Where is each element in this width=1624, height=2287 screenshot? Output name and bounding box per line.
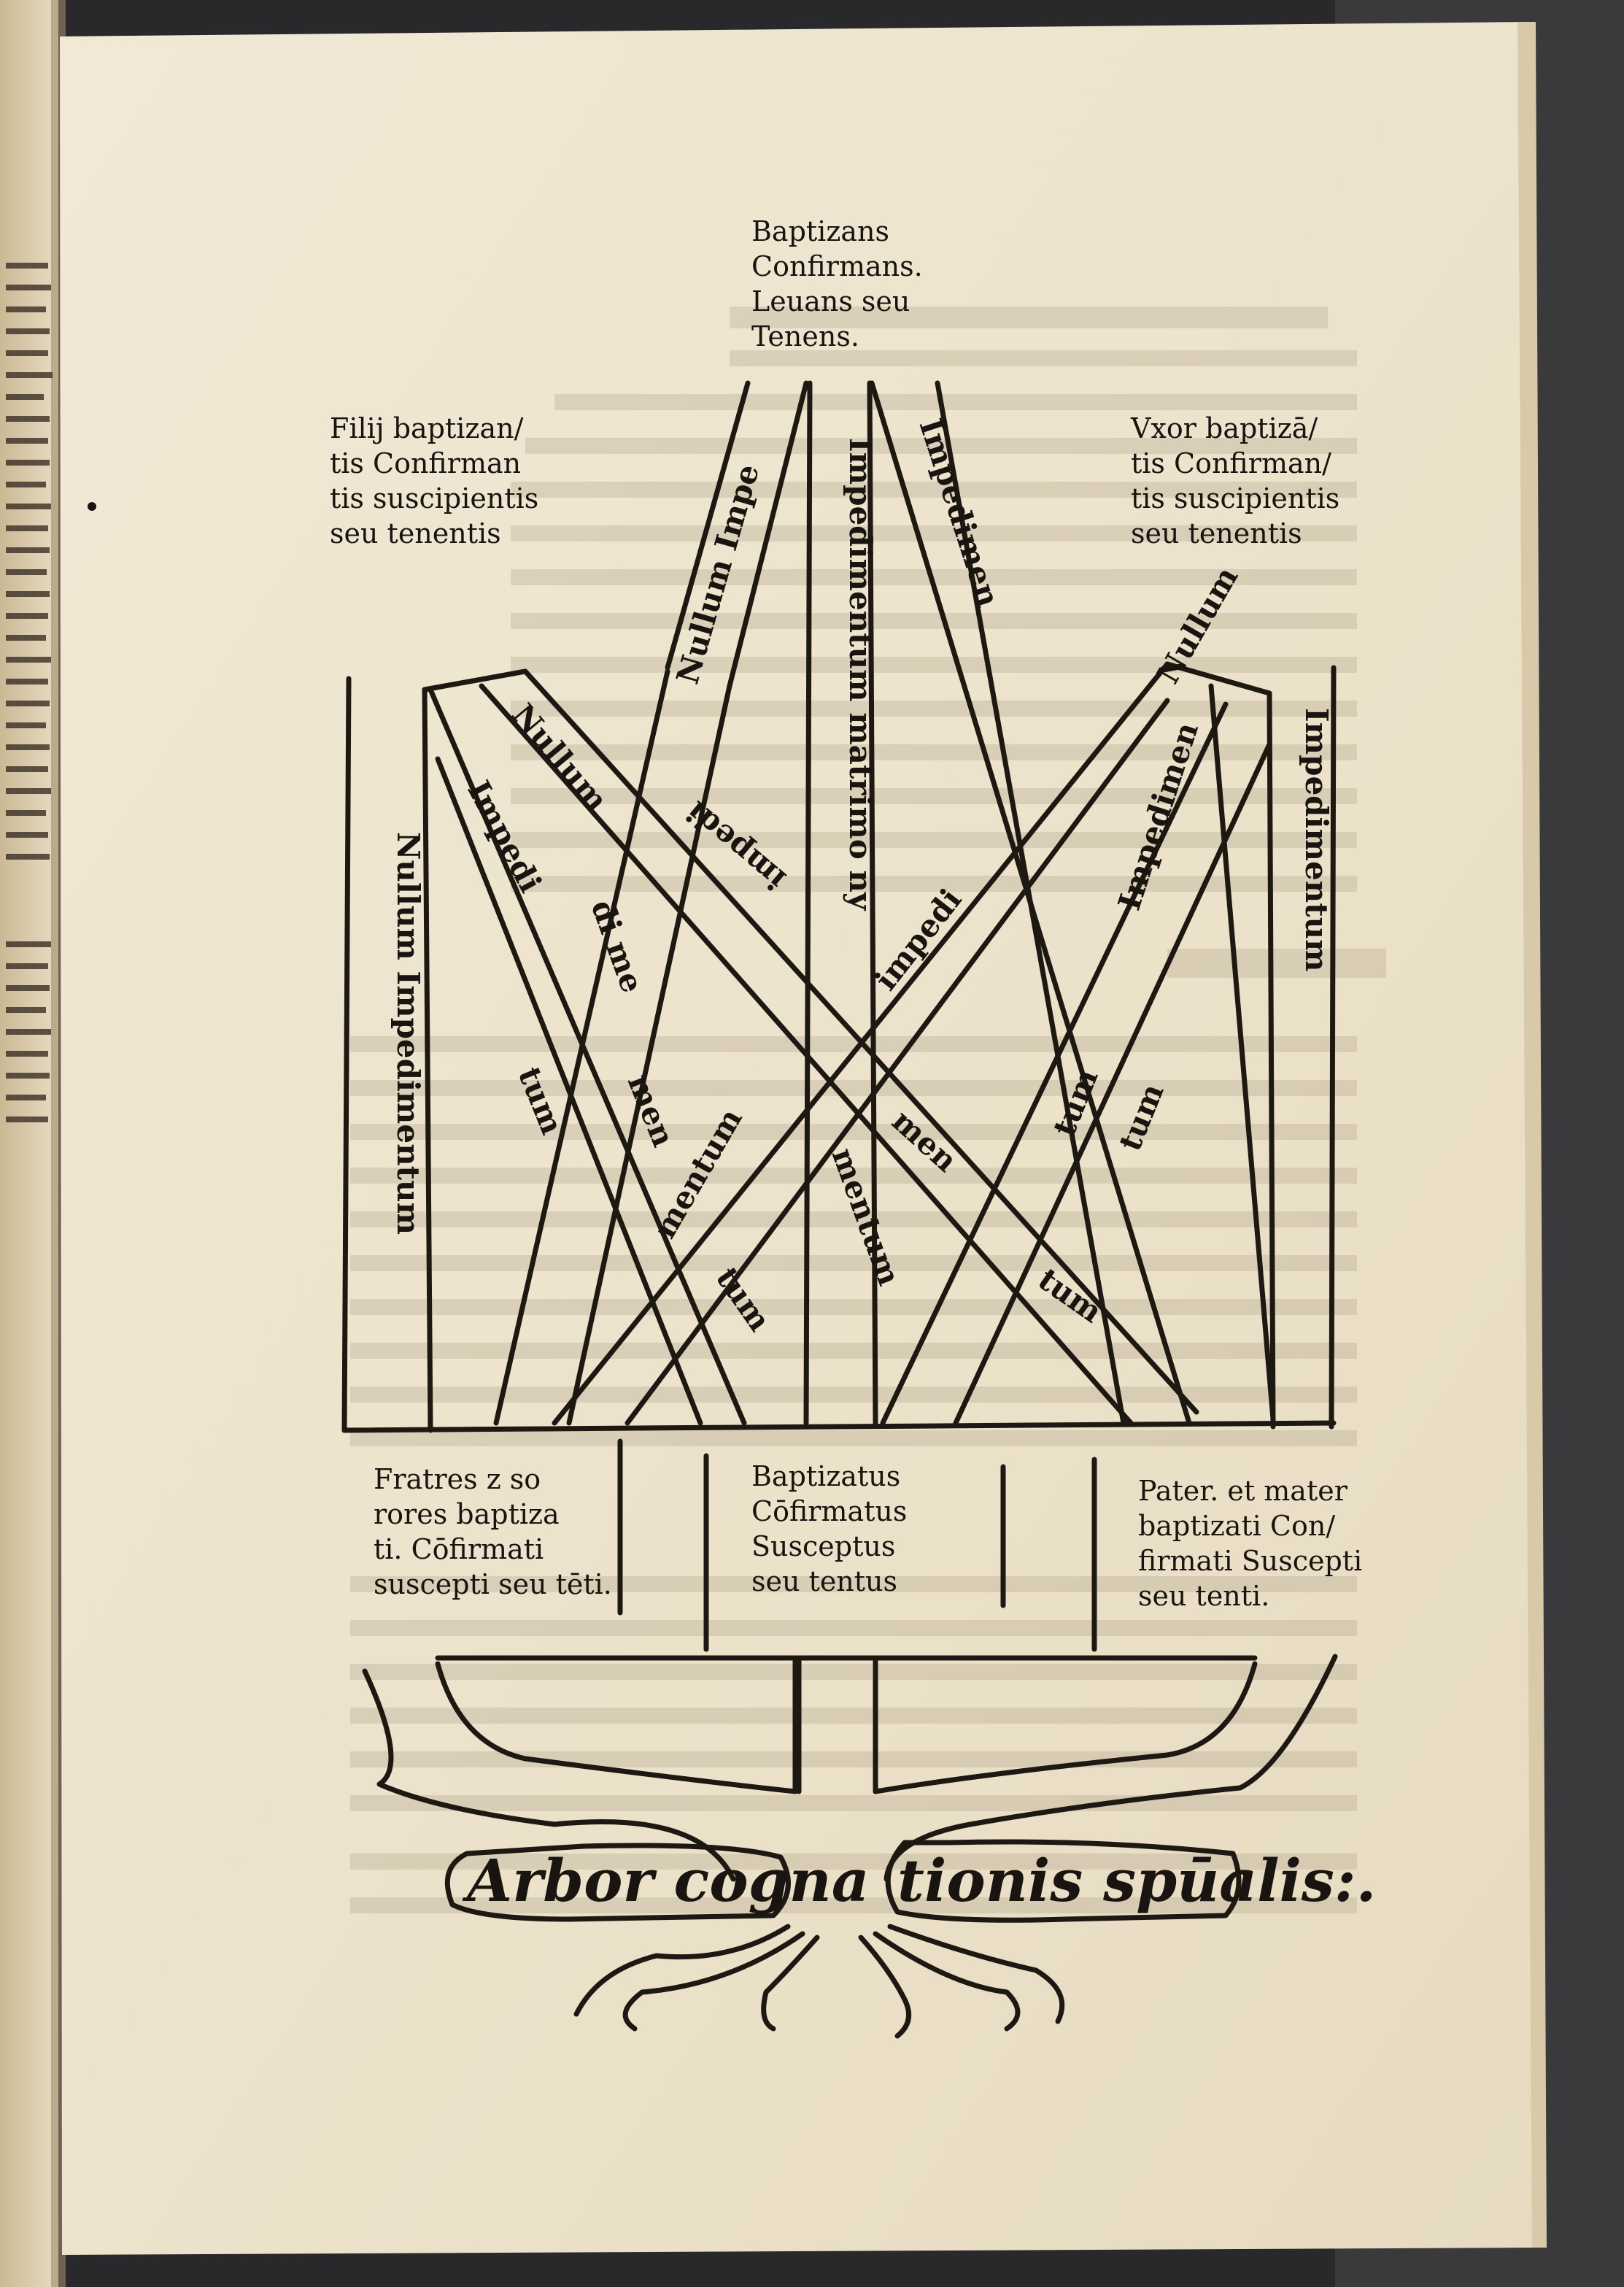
top-join-left [422,668,528,693]
left-page-strip [0,0,58,2287]
root-1 [573,1924,791,2017]
top-line-1: Baptizans [751,215,889,247]
lr-line-4: seu tenti. [1138,1580,1269,1612]
band-label-left-vertical: Nullum Impedimentum [390,832,426,1235]
root-5 [873,1931,1021,2032]
root-2 [622,1931,805,2032]
top-text-block: Baptizans Confirmans. Leuans seu Tenens. [751,215,923,352]
diag-a2 [435,756,703,1426]
diag-f1 [1208,683,1276,1422]
band-top-left-inner [727,380,809,689]
lower-center-text-block: Baptizatus Cōfirmatus Susceptus seu tent… [751,1460,907,1597]
lower-left-text-block: Fratres z so rores baptiza ti. Cōfirmati… [374,1463,612,1600]
frame-left-outer [341,676,352,1433]
diag-e2 [953,741,1272,1426]
band-top-right-2 [935,380,1126,1426]
tree-diagram [341,380,1338,2039]
band-label-right-vertical: Impedimentum [1299,708,1334,972]
motto-right: tionis spūalis:. [897,1846,1376,1915]
frame-left-inner [422,687,433,1433]
page-edge-shade [1517,22,1547,2248]
motto-cartouche-right [885,1839,1242,1923]
ll-line-2: rores baptiza [374,1498,560,1530]
diag-b1 [479,683,1134,1426]
ur-line-1: Vxor baptizā/ [1130,412,1318,444]
lower-right-text-block: Pater. et mater baptizati Con/ firmati S… [1138,1475,1362,1612]
diag-d2 [625,698,1170,1426]
root-6 [887,1924,1065,2024]
lc-line-2: Cōfirmatus [751,1495,907,1527]
lr-line-3: firmati Suscepti [1138,1545,1362,1577]
lc-line-3: Susceptus [751,1530,895,1562]
diag-d1 [552,661,1170,1426]
top-line-3: Leuans seu [751,285,910,317]
ink-dot [88,502,96,511]
top-line-4: Tenens. [751,320,859,352]
diag-a1 [428,687,747,1426]
diag-c1 [493,668,670,1426]
diag-c2 [566,683,732,1426]
page-sheet [60,22,1536,2255]
lr-line-1: Pater. et mater [1138,1475,1348,1507]
frame-right-outer [1329,665,1337,1430]
root-3 [761,1935,820,2032]
band-top-left-outer [665,380,751,671]
diag-e1 [880,701,1229,1426]
ul-line-3: tis suscipientis [330,482,538,514]
root-4 [858,1935,912,2039]
ur-line-4: seu tenentis [1131,517,1302,549]
lc-line-4: seu tentus [751,1565,897,1597]
band-center-right [867,380,878,1426]
ll-line-4: suscepti seu tēti. [374,1568,612,1600]
ul-line-1: Filij baptizan/ [330,412,524,444]
trunk-inner-right [873,1655,1258,1794]
ul-line-4: seu tenentis [330,517,501,549]
trunk-midline [796,1655,878,1794]
top-line-2: Confirmans. [751,250,923,282]
trunk-outer-right [883,1654,1338,1882]
band-center-left [803,380,813,1426]
trunk-inner-left [435,1655,798,1794]
ur-line-3: tis suscipientis [1131,482,1339,514]
motto-left: Arbor cogna [462,1846,870,1915]
upper-left-text-block: Filij baptizan/ tis Confirman tis suscip… [330,412,538,549]
ll-line-1: Fratres z so [374,1463,541,1495]
ul-line-2: tis Confirman [330,447,521,479]
upper-right-text-block: Vxor baptizā/ tis Confirman/ tis suscipi… [1130,412,1339,549]
trunk-outer [362,1668,736,1882]
lc-line-1: Baptizatus [751,1460,900,1492]
motto-cartouche-left [444,1843,791,1922]
frame-base [341,1420,1337,1433]
ll-line-3: ti. Cōfirmati [374,1533,544,1565]
ur-line-2: tis Confirman/ [1131,447,1331,479]
frame-right-inner [1267,690,1276,1430]
left-page-text-fragments [6,263,53,1122]
lr-line-2: baptizati Con/ [1138,1510,1335,1542]
band-label-center-vertical: Impedimentum matrimo ny [843,438,878,911]
top-join-right [1164,661,1272,696]
